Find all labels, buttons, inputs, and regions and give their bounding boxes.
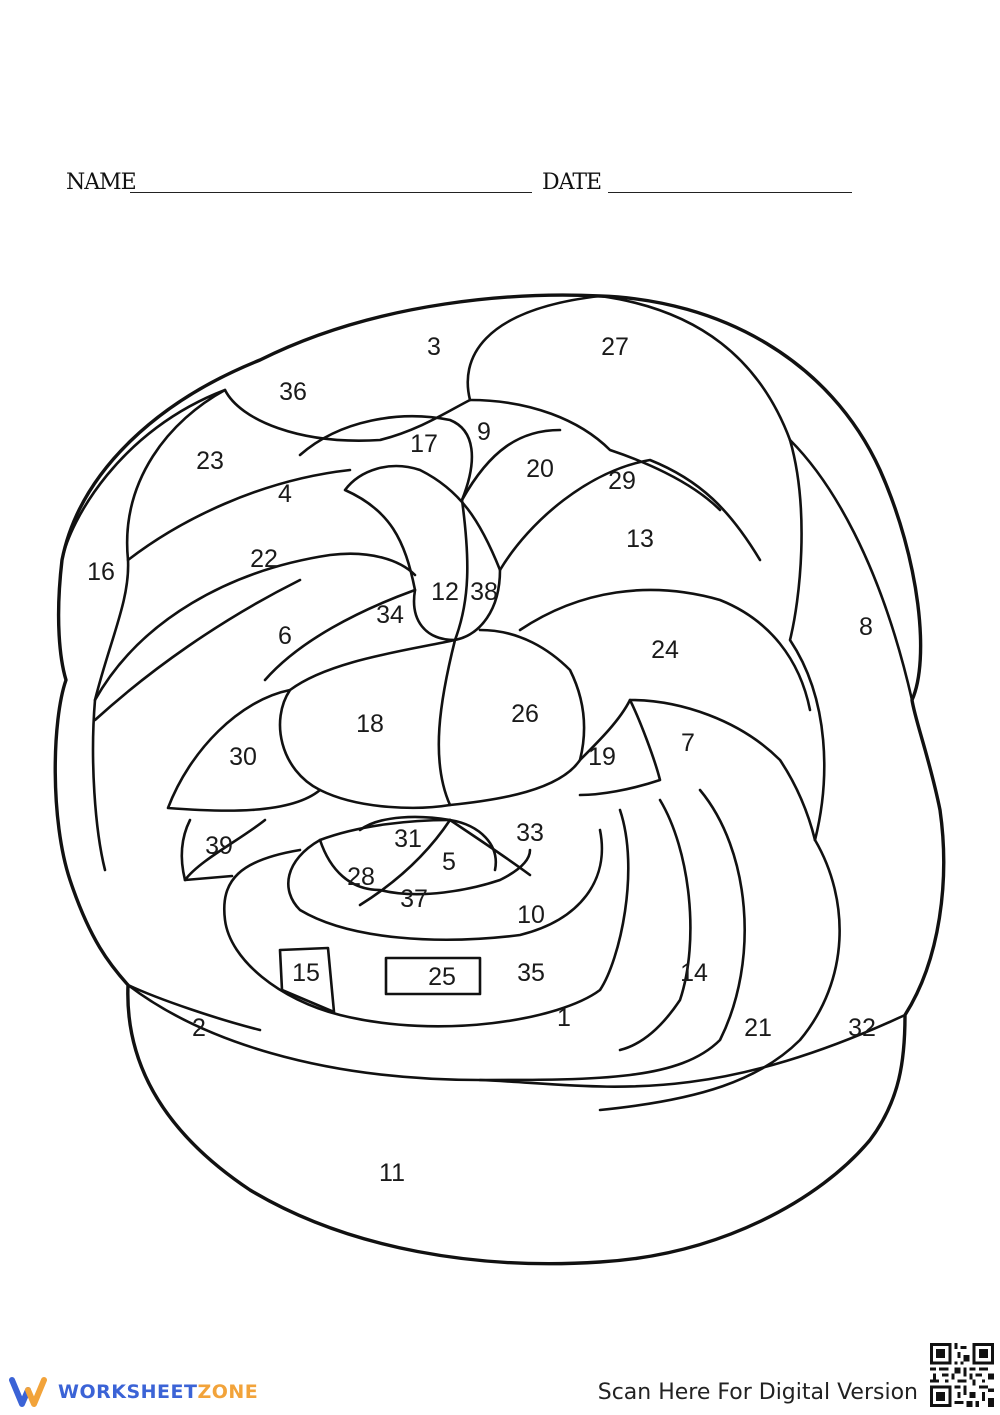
divider-33: [448, 818, 532, 877]
region-numbers: 3 27 36 17 9 23 20 29 4 13 22 16 12 38 8…: [87, 333, 876, 1187]
region-number: 19: [588, 743, 616, 771]
band-7: [628, 698, 817, 842]
logo-w-icon: [9, 1377, 47, 1407]
pumpkin-outlines: [53, 293, 946, 1266]
region-number: 1: [557, 1004, 571, 1032]
region-number: 12: [431, 578, 459, 606]
region-number: 13: [626, 525, 654, 553]
region-number: 26: [511, 700, 539, 728]
lobe-2: [126, 983, 262, 1032]
date-label: DATE: [542, 170, 602, 195]
region-number: 29: [608, 467, 636, 495]
stem-split: [453, 498, 469, 642]
region-number: 3: [427, 333, 441, 361]
date-field: DATE: [542, 165, 862, 201]
region-number: 6: [278, 622, 292, 650]
band-32: [598, 838, 841, 1112]
region-number: 31: [394, 825, 422, 853]
region-number: 32: [848, 1014, 876, 1042]
lobe-8: [788, 438, 914, 702]
region-number: 5: [442, 848, 456, 876]
region-number: 17: [410, 430, 438, 458]
scan-text: Scan Here For Digital Version: [597, 1380, 918, 1405]
region-number: 38: [470, 578, 498, 606]
qr-code-icon[interactable]: [930, 1343, 994, 1407]
worksheetzone-logo[interactable]: WORKSHEETZONE: [8, 1372, 258, 1412]
lobe-13-inner: [460, 428, 562, 502]
region-number: 24: [651, 636, 679, 664]
leaf-26: [437, 628, 586, 807]
region-number: 23: [196, 447, 224, 475]
lobe-3: [466, 294, 602, 402]
region-number: 14: [680, 959, 708, 987]
leaf-30: [166, 688, 322, 812]
region-number: 21: [744, 1014, 772, 1042]
region-number: 11: [379, 1159, 405, 1187]
band-21: [478, 788, 746, 1082]
region-number: 22: [250, 545, 278, 573]
divider-31-28: [358, 818, 452, 907]
region-number: 2: [192, 1014, 206, 1042]
region-number: 9: [477, 418, 491, 446]
lobe-39: [180, 818, 234, 882]
region-number: 28: [347, 863, 375, 891]
region-number: 8: [859, 613, 873, 641]
region-number: 25: [428, 963, 456, 991]
rim-line: [126, 983, 907, 1088]
region-number: 34: [376, 601, 404, 629]
band-24: [518, 588, 812, 712]
lobe-17: [298, 415, 474, 502]
leaf-19: [578, 698, 662, 797]
region-number: 30: [229, 743, 257, 771]
box-25: [384, 956, 482, 996]
box-15: [278, 946, 336, 1014]
region-number: 33: [516, 819, 544, 847]
lobe-27: [598, 294, 826, 842]
region-number: 20: [526, 455, 554, 483]
pumpkin-outer-outline: [53, 293, 946, 1266]
lobe-16: [60, 388, 227, 872]
region-number: 7: [681, 729, 695, 757]
region-number: 15: [292, 959, 320, 987]
spiral-outer: [222, 808, 630, 1028]
name-label: NAME: [66, 170, 137, 195]
lobe-20: [468, 398, 722, 512]
band-6: [93, 578, 302, 722]
spiral-inner: [318, 838, 532, 896]
region-number: 39: [205, 832, 233, 860]
band-14: [618, 798, 692, 1052]
name-line[interactable]: [130, 192, 532, 193]
region-number: 35: [517, 959, 545, 987]
region-number: 18: [356, 710, 384, 738]
region-number: 4: [278, 480, 292, 508]
region-number: 27: [601, 333, 629, 361]
region-number: 16: [87, 558, 115, 586]
region-number: 37: [400, 885, 428, 913]
divider-39: [183, 818, 267, 882]
band-22: [93, 552, 417, 702]
region-number: 36: [279, 378, 307, 406]
lobe-36: [223, 388, 472, 442]
name-field: NAME: [66, 165, 532, 201]
region-number: 10: [517, 901, 545, 929]
logo-text: WORKSHEETZONE: [58, 1381, 259, 1403]
date-line[interactable]: [608, 192, 852, 193]
leaf-18: [278, 638, 457, 810]
lobe-29-13: [498, 458, 762, 572]
spiral-mid: [287, 818, 604, 941]
stem: [343, 464, 502, 642]
lobe-23: [126, 468, 352, 562]
band-34: [263, 588, 417, 682]
